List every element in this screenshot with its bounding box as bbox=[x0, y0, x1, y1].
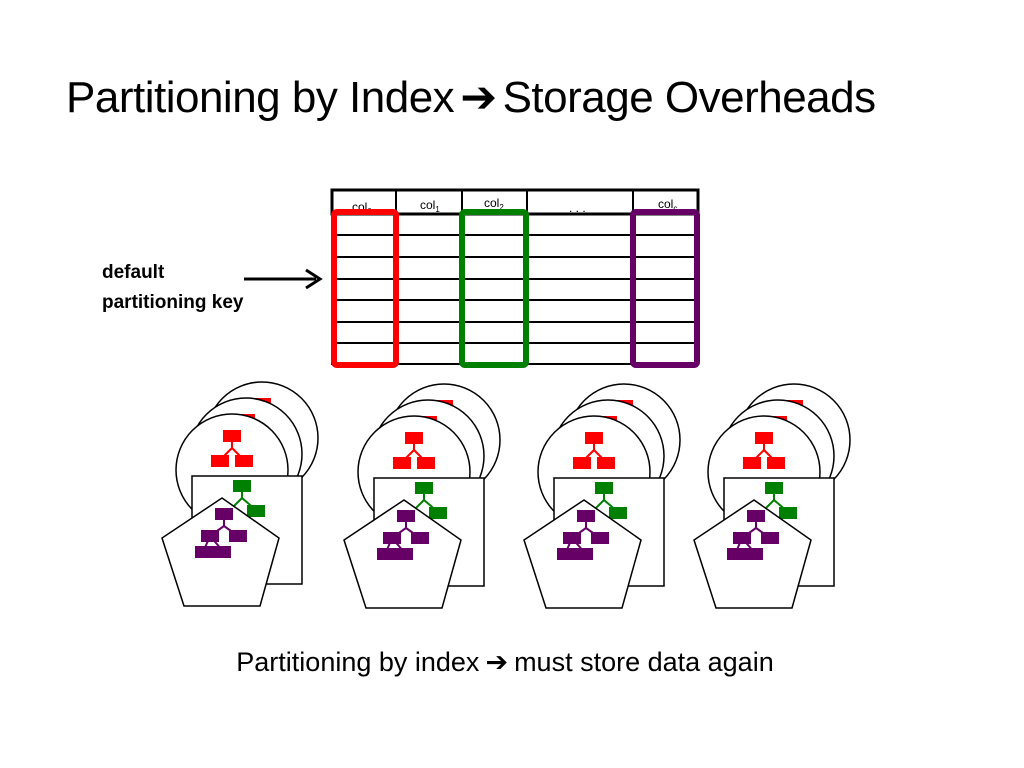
partition-key-arrow-icon bbox=[244, 268, 323, 290]
partition-key-label: default partitioning key bbox=[102, 258, 243, 318]
table-row-lines bbox=[332, 234, 698, 344]
title-right-text: Storage Overheads bbox=[502, 73, 877, 122]
caption-left-text: Partitioning by index bbox=[236, 647, 480, 677]
node-group-3 bbox=[524, 384, 680, 608]
node-group-1 bbox=[162, 382, 318, 606]
column-header-col1: col1 bbox=[420, 198, 440, 214]
column-header-col2: col2 bbox=[484, 196, 504, 212]
partition-key-label-line2: partitioning key bbox=[102, 292, 244, 313]
caption-right-text: must store data again bbox=[514, 647, 774, 677]
highlight-colc-box bbox=[630, 209, 700, 368]
title-left-text: Partitioning by Index bbox=[66, 73, 455, 122]
title-arrow-icon: ➔ bbox=[460, 73, 497, 122]
slide-caption: Partitioning by index➔must store data ag… bbox=[0, 644, 1010, 680]
highlight-col0-box bbox=[331, 209, 399, 368]
slide-title: Partitioning by Index➔Storage Overheads bbox=[66, 68, 876, 128]
highlight-col2-box bbox=[459, 209, 529, 368]
table-column-lines bbox=[395, 190, 634, 364]
node-group-2 bbox=[344, 384, 500, 608]
partition-key-label-line1: default bbox=[102, 262, 165, 283]
caption-arrow-icon: ➔ bbox=[485, 647, 509, 677]
data-table: col0 col1 col2 . . . colc bbox=[330, 188, 700, 368]
column-header-ellipsis: . . . bbox=[569, 201, 586, 215]
column-header-colc: colc bbox=[658, 197, 677, 213]
node-group-4 bbox=[694, 384, 850, 608]
table-body bbox=[331, 213, 699, 365]
